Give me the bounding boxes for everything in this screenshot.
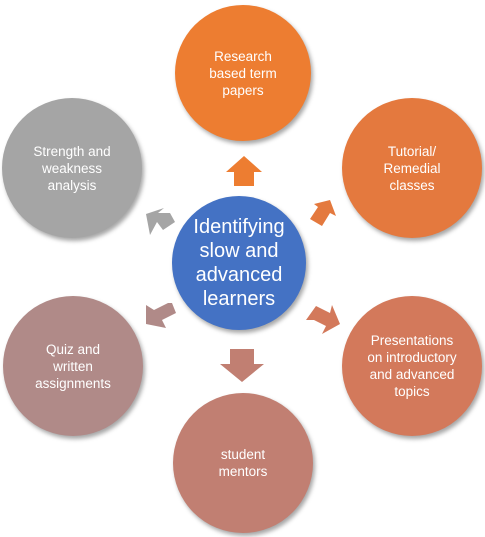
node-research-label: Research based term papers [209, 48, 277, 98]
center-label: Identifying slow and advanced learners [193, 216, 285, 310]
arrow-to-quiz [146, 303, 176, 328]
node-tutorial-label: Tutorial/ Remedial classes [383, 143, 441, 193]
arrow-to-strength [146, 208, 175, 235]
center-circle: Identifying slow and advanced learners [172, 196, 306, 330]
arrow-to-presentations [306, 305, 340, 334]
node-research: Research based term papers [175, 5, 311, 141]
arrow-to-mentors [220, 349, 264, 382]
node-quiz: Quiz and written assignments [3, 296, 143, 436]
node-presentations: Presentations on introductory and advanc… [342, 296, 482, 436]
node-mentors: student mentors [173, 393, 313, 533]
node-tutorial: Tutorial/ Remedial classes [342, 98, 482, 238]
arrow-to-research [226, 156, 262, 186]
node-presentations-label: Presentations on introductory and advanc… [367, 333, 457, 399]
node-quiz-label: Quiz and written assignments [35, 341, 111, 391]
node-strength: Strength and weakness analysis [2, 98, 142, 238]
node-mentors-label: student mentors [218, 447, 268, 479]
arrow-to-tutorial [310, 200, 336, 226]
node-strength-label: Strength and weakness analysis [33, 143, 111, 193]
